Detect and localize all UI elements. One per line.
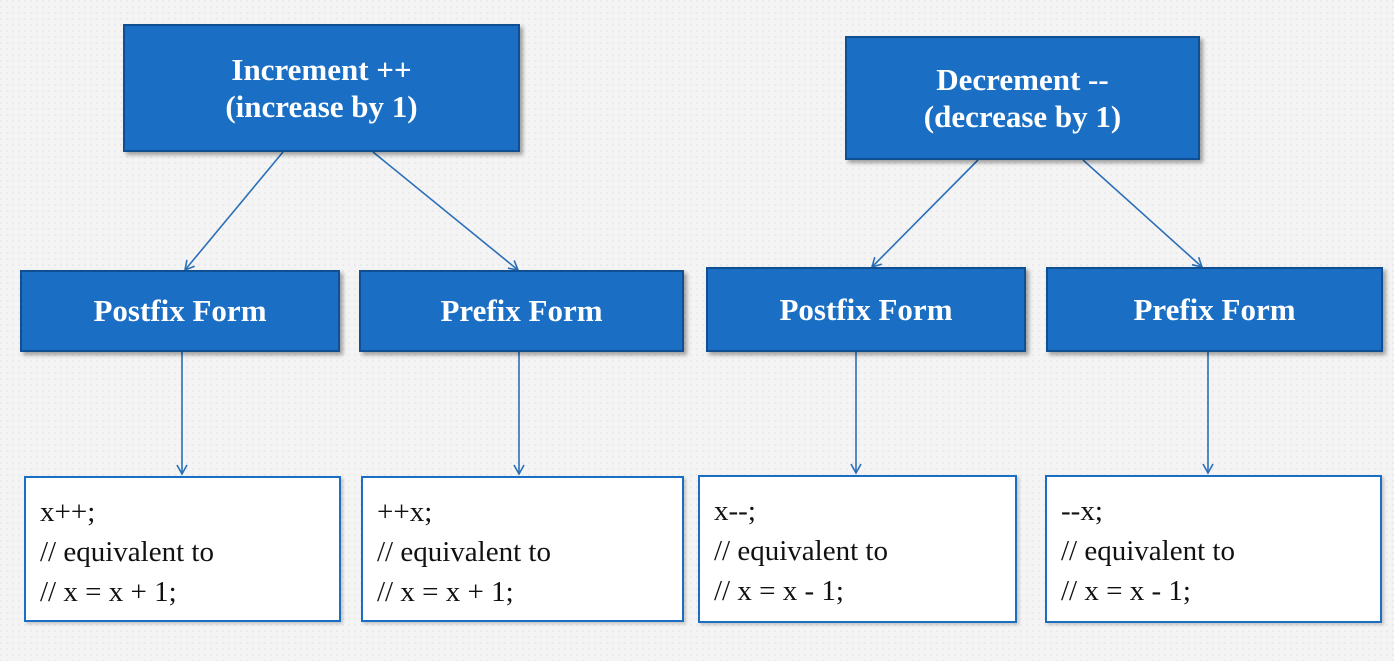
code-comment-line: // x = x + 1; xyxy=(377,576,514,608)
increment-title: Increment ++ xyxy=(231,51,412,87)
decrement-prefix-node: Prefix Form xyxy=(1046,267,1383,352)
decrement-prefix-code-box: --x; // equivalent to // x = x - 1; xyxy=(1045,475,1382,623)
increment-root-node: Increment ++ (increase by 1) xyxy=(123,24,520,152)
arrow-decrement-to-prefix xyxy=(1082,159,1204,269)
decrement-postfix-code-box: x--; // equivalent to // x = x - 1; xyxy=(698,475,1017,623)
decrement-title: Decrement -- xyxy=(936,61,1109,97)
code-line: --x; xyxy=(1061,495,1103,527)
code-comment-line: // x = x - 1; xyxy=(714,575,844,607)
increment-prefix-label: Prefix Form xyxy=(440,293,603,329)
code-comment-line: // equivalent to xyxy=(1061,535,1235,567)
decrement-subtitle: (decrease by 1) xyxy=(923,99,1122,134)
increment-prefix-node: Prefix Form xyxy=(359,270,684,352)
arrow-increment-to-postfix xyxy=(183,151,284,272)
decrement-root-node: Decrement -- (decrease by 1) xyxy=(845,36,1200,160)
code-comment-line: // equivalent to xyxy=(377,536,551,568)
increment-subtitle: (increase by 1) xyxy=(225,89,418,124)
code-comment-line: // equivalent to xyxy=(40,536,214,568)
code-line: x--; xyxy=(714,495,756,527)
arrow-decrement-to-postfix xyxy=(870,159,979,269)
code-line: ++x; xyxy=(377,496,433,528)
decrement-postfix-label: Postfix Form xyxy=(779,291,953,327)
code-line: x++; xyxy=(40,496,96,528)
increment-prefix-code-box: ++x; // equivalent to // x = x + 1; xyxy=(361,476,684,622)
increment-postfix-label: Postfix Form xyxy=(93,293,267,329)
decrement-prefix-label: Prefix Form xyxy=(1133,291,1296,327)
code-comment-line: // x = x + 1; xyxy=(40,576,177,608)
code-comment-line: // x = x - 1; xyxy=(1061,575,1191,607)
increment-postfix-code-box: x++; // equivalent to // x = x + 1; xyxy=(24,476,341,622)
arrow-increment-to-prefix xyxy=(372,151,520,272)
decrement-postfix-node: Postfix Form xyxy=(706,267,1026,352)
increment-postfix-node: Postfix Form xyxy=(20,270,340,352)
code-comment-line: // equivalent to xyxy=(714,535,888,567)
